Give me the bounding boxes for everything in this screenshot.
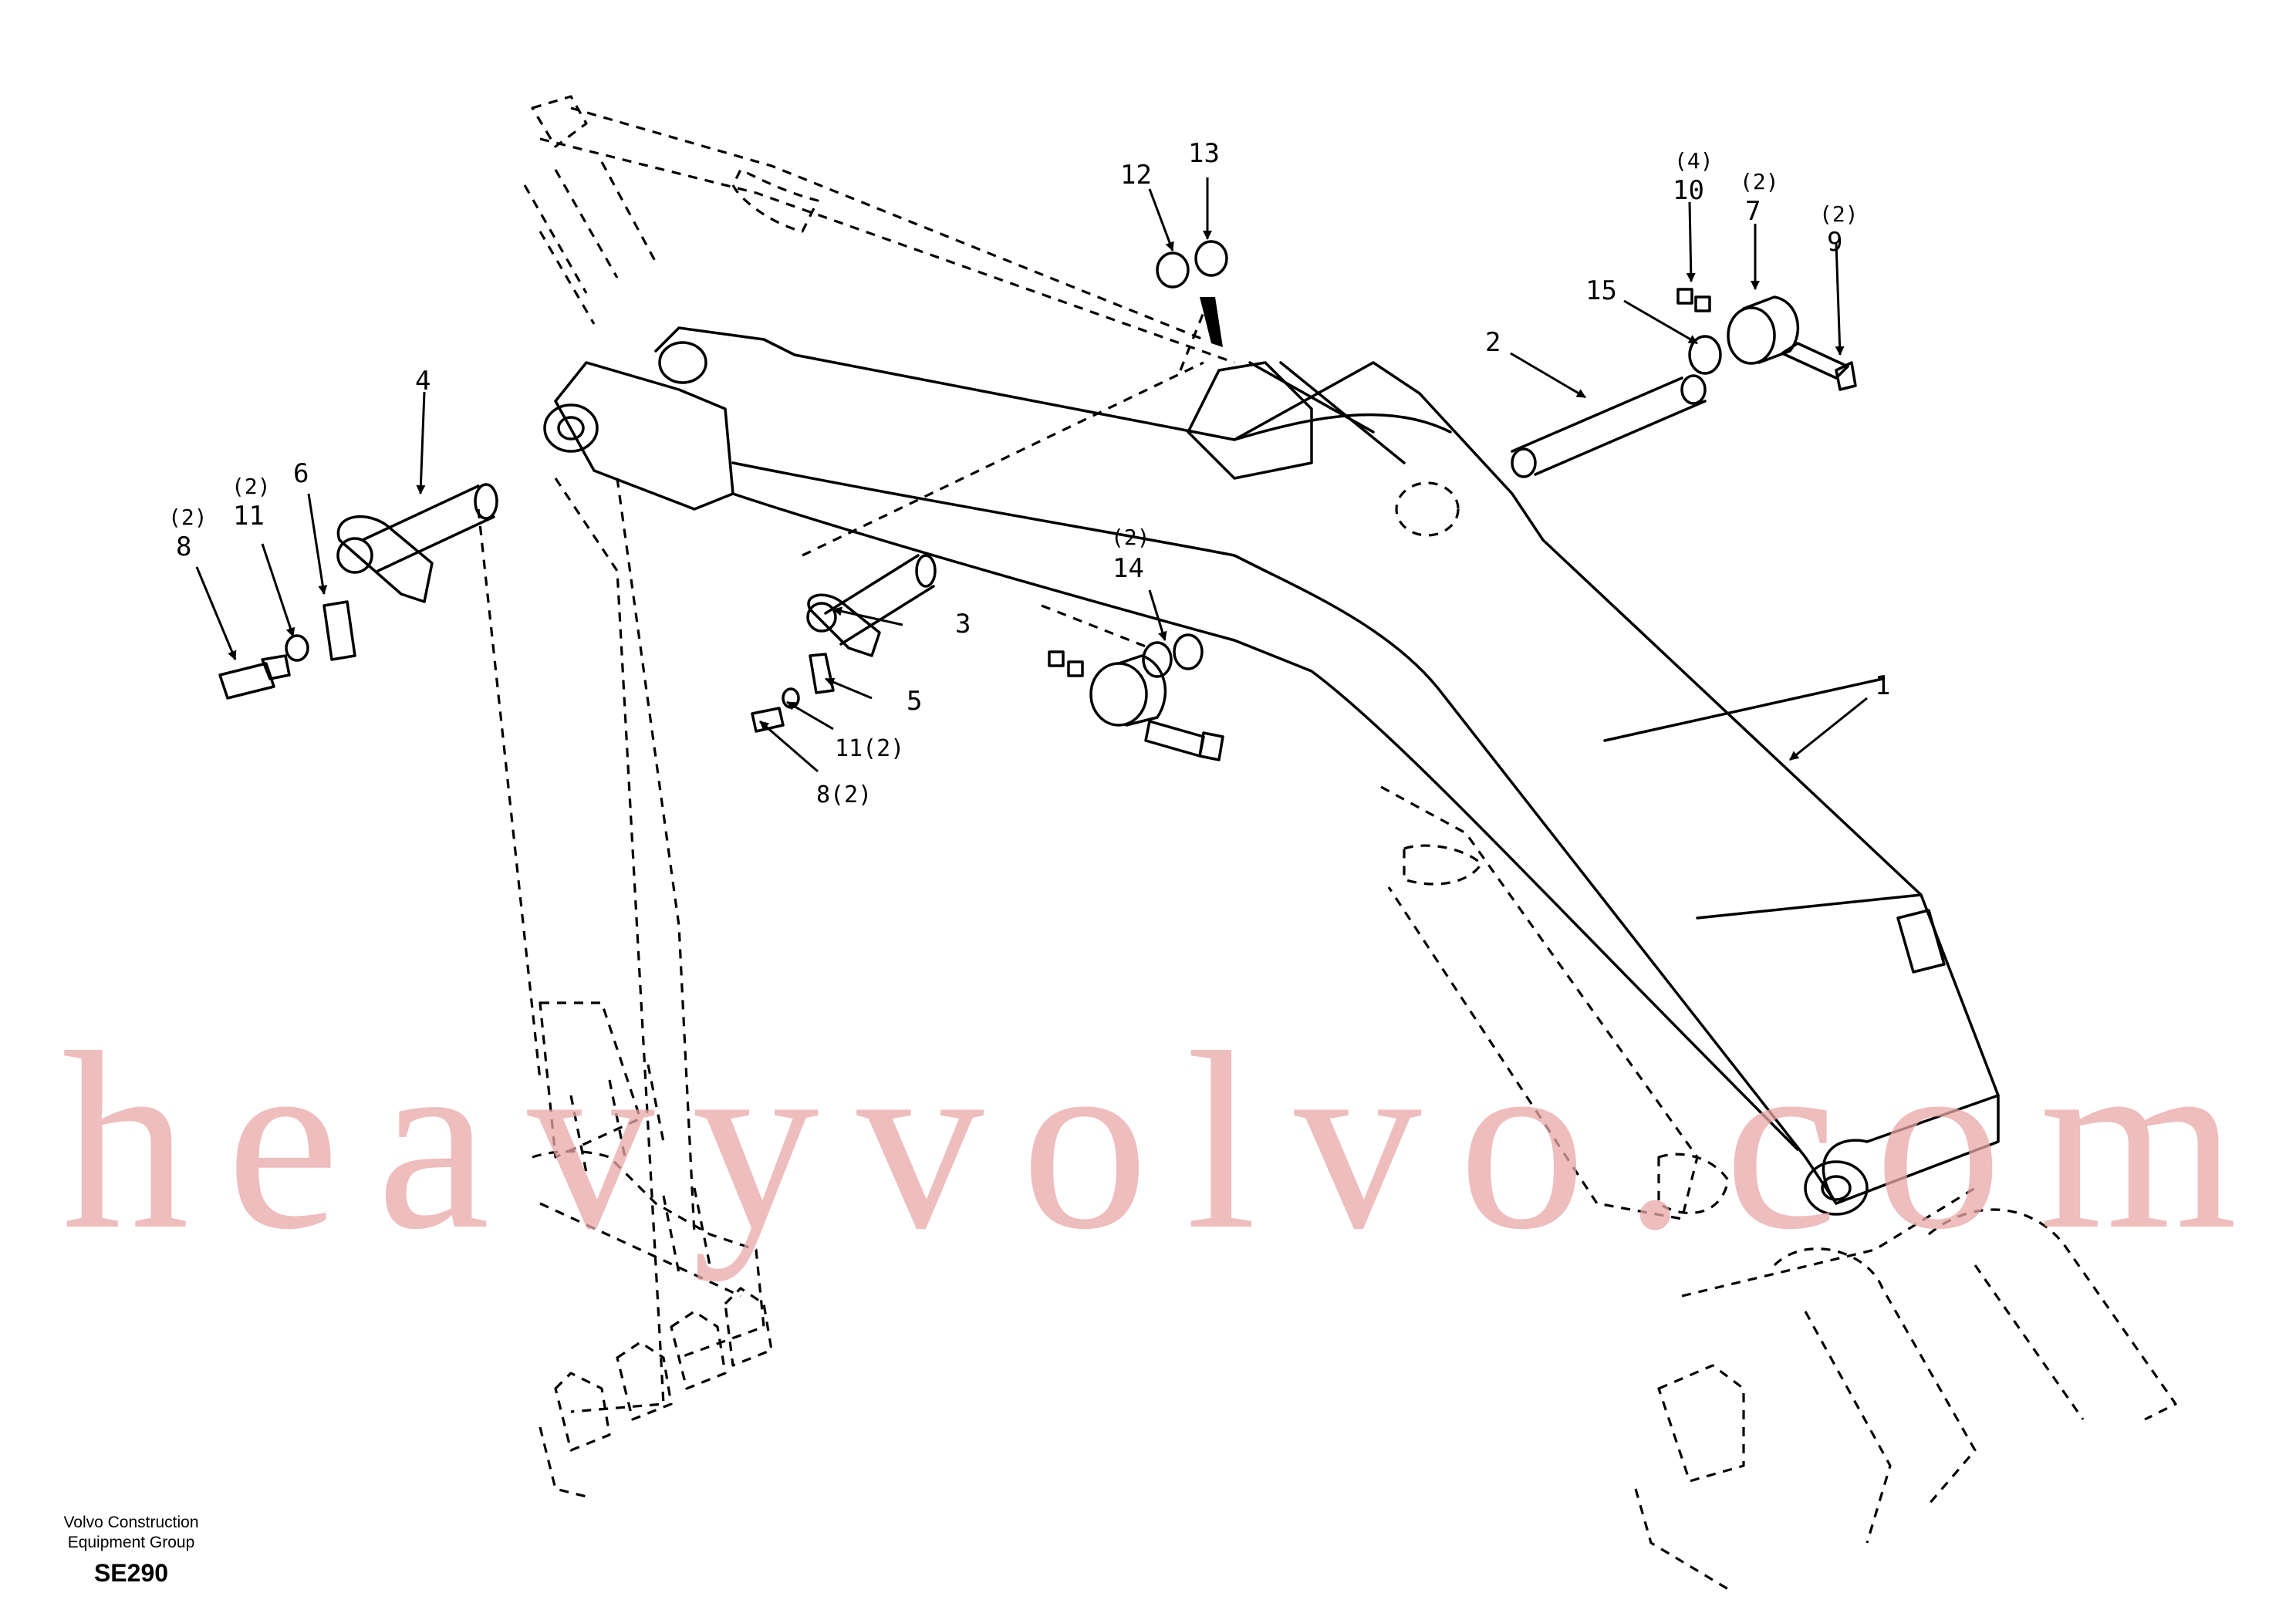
- washer-14a: [1142, 641, 1173, 678]
- nut-10b: [1694, 295, 1711, 312]
- nut-lower-a: [1048, 650, 1065, 667]
- callout-4: 4: [415, 366, 430, 397]
- callout-15: 15: [1585, 275, 1617, 306]
- callout-2: 2: [1485, 327, 1501, 358]
- callout-13: 13: [1188, 138, 1220, 169]
- callout-arrows: [195, 177, 1868, 773]
- bolt-lower: [1144, 720, 1224, 761]
- callout-14: 14: [1113, 553, 1144, 584]
- callout-10: 10: [1673, 175, 1704, 206]
- washer-13: [1194, 240, 1228, 277]
- collar-7: [1727, 295, 1800, 365]
- callout-8: 8: [176, 532, 191, 562]
- pin-3: [806, 554, 937, 657]
- callout-7: 7: [1745, 196, 1761, 227]
- footer-block: Volvo Construction Equipment Group SE290: [63, 1514, 198, 1587]
- callout-11: 11: [233, 501, 265, 532]
- washer-15: [1688, 335, 1722, 375]
- collar-lower: [1089, 654, 1167, 727]
- callout-9: 9: [1827, 227, 1842, 258]
- company-line-1: Volvo Construction: [63, 1514, 198, 1531]
- callout-11-qty: (2): [231, 474, 271, 499]
- plate-6: [322, 600, 356, 661]
- dashed-context-linework: [477, 95, 2177, 1591]
- bolt-9: [1781, 342, 1857, 391]
- callout-8-qty: (2): [168, 505, 208, 530]
- bolt-8: [218, 654, 291, 700]
- boom-foot-pin: [1511, 374, 1707, 478]
- drawing-code: SE290: [94, 1559, 168, 1587]
- callout-7-qty: (2): [1740, 169, 1779, 194]
- callout-10-qty: (4): [1674, 148, 1714, 174]
- boom-main-body: [543, 326, 2000, 1216]
- company-line-2: Equipment Group: [68, 1534, 195, 1551]
- bolt-8b: [751, 707, 785, 733]
- callout-6: 6: [293, 458, 309, 489]
- callout-1: 1: [1875, 670, 1890, 701]
- callout-14-qty: (2): [1111, 525, 1150, 550]
- nut-10a: [1676, 288, 1693, 305]
- watermark-text: heavyvolvo.com: [62, 1001, 2237, 1282]
- callout-9-qty: (2): [1819, 201, 1859, 227]
- wedge-marker: [1200, 297, 1223, 347]
- pin-4: [336, 483, 498, 603]
- callout-labels: 1 2 3 4 5 6 (2) 7 (2) 8 8(2) (2) 9 (4) 1…: [168, 138, 1890, 808]
- washer-12: [1156, 251, 1190, 289]
- callout-11b: 11(2): [835, 735, 904, 762]
- callout-5: 5: [907, 686, 922, 717]
- washer-14b: [1173, 633, 1204, 670]
- nut-lower-b: [1067, 660, 1084, 677]
- callout-8b: 8(2): [816, 781, 872, 808]
- plate-5: [809, 653, 835, 694]
- callout-3: 3: [955, 609, 971, 640]
- washer-11: [285, 634, 309, 662]
- pins-and-hardware: [218, 240, 1857, 761]
- callout-12: 12: [1120, 160, 1152, 191]
